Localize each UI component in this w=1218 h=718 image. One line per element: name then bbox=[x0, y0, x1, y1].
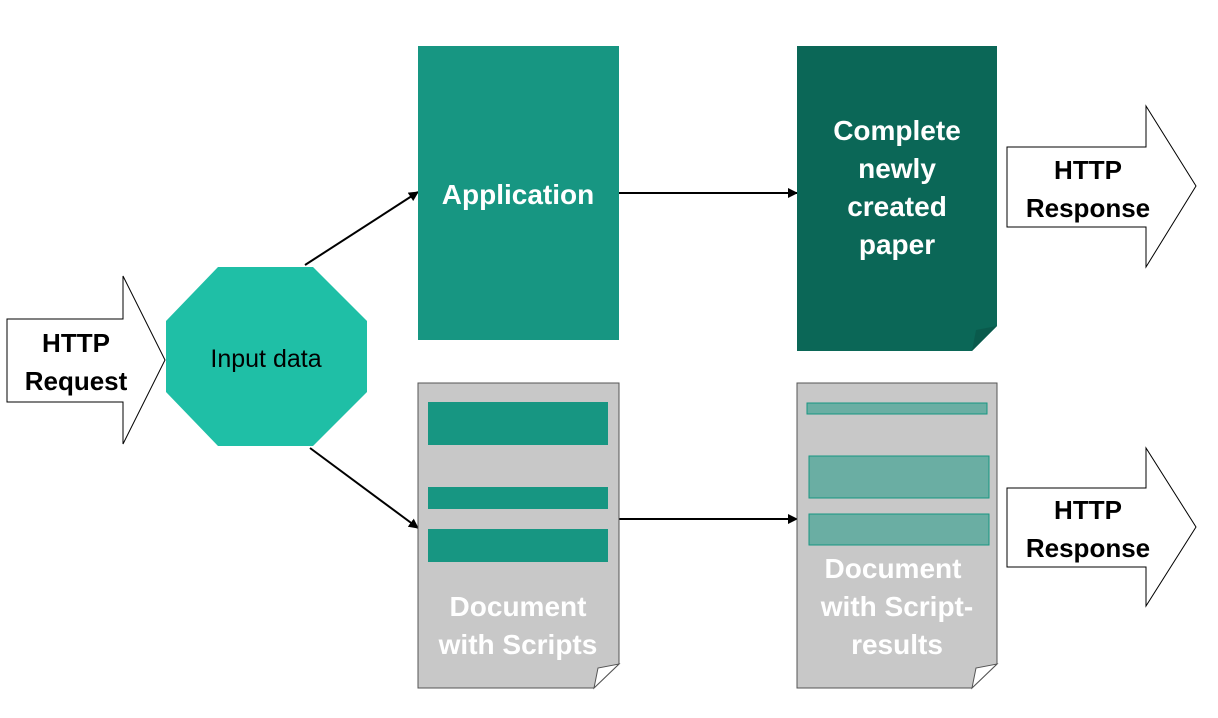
http-response-top-label-line1: HTTP bbox=[1054, 155, 1122, 185]
application-label: Application bbox=[442, 179, 594, 210]
complete-label-line4: paper bbox=[859, 229, 935, 260]
complete-paper-shape bbox=[797, 46, 997, 351]
http-request-label-line1: HTTP bbox=[42, 328, 110, 358]
document-results-fold bbox=[971, 663, 999, 690]
complete-paper-fold bbox=[972, 326, 997, 351]
input-data-node: Input data bbox=[166, 267, 367, 446]
document-scripts-label-line1: Document bbox=[450, 591, 587, 622]
result-bar-2 bbox=[808, 455, 990, 499]
document-scripts-node: Document with Scripts bbox=[417, 382, 621, 690]
document-results-node: Document with Script- results bbox=[796, 382, 999, 690]
result-bar-1 bbox=[806, 402, 988, 415]
http-request-arrow: HTTP Request bbox=[6, 275, 166, 445]
http-request-label-line2: Request bbox=[25, 366, 128, 396]
script-bar-3 bbox=[428, 529, 608, 562]
input-data-octagon bbox=[166, 267, 367, 446]
document-results-label-line3: results bbox=[851, 629, 943, 660]
complete-paper-node: Complete newly created paper bbox=[797, 46, 997, 351]
script-bar-1 bbox=[428, 402, 608, 445]
application-node: Application bbox=[418, 46, 619, 340]
http-response-bottom-label-line1: HTTP bbox=[1054, 495, 1122, 525]
edge-input-to-document-scripts bbox=[309, 447, 419, 529]
application-box bbox=[418, 46, 619, 340]
edge-input-to-application bbox=[304, 191, 419, 266]
document-results-label-line2: with Script- bbox=[820, 591, 973, 622]
document-scripts-fold bbox=[593, 663, 621, 690]
connectors bbox=[304, 188, 798, 529]
complete-label-line3: created bbox=[847, 191, 947, 222]
document-results-label-line1: Document bbox=[825, 553, 962, 584]
http-response-top-label-line2: Response bbox=[1026, 193, 1150, 223]
http-response-bottom-arrow-shape bbox=[1006, 446, 1197, 608]
result-bar-3 bbox=[808, 513, 990, 546]
http-response-top-arrow-shape bbox=[1006, 104, 1197, 269]
complete-label-line1: Complete bbox=[833, 115, 961, 146]
http-response-bottom-label-line2: Response bbox=[1026, 533, 1150, 563]
document-scripts-label-line2: with Scripts bbox=[438, 629, 598, 660]
input-data-label: Input data bbox=[210, 345, 321, 373]
http-response-bottom-arrow: HTTP Response bbox=[1006, 446, 1197, 608]
http-response-top-arrow: HTTP Response bbox=[1006, 104, 1197, 269]
complete-label-line2: newly bbox=[858, 153, 936, 184]
script-bar-2 bbox=[428, 487, 608, 509]
http-request-arrow-shape bbox=[6, 275, 166, 445]
